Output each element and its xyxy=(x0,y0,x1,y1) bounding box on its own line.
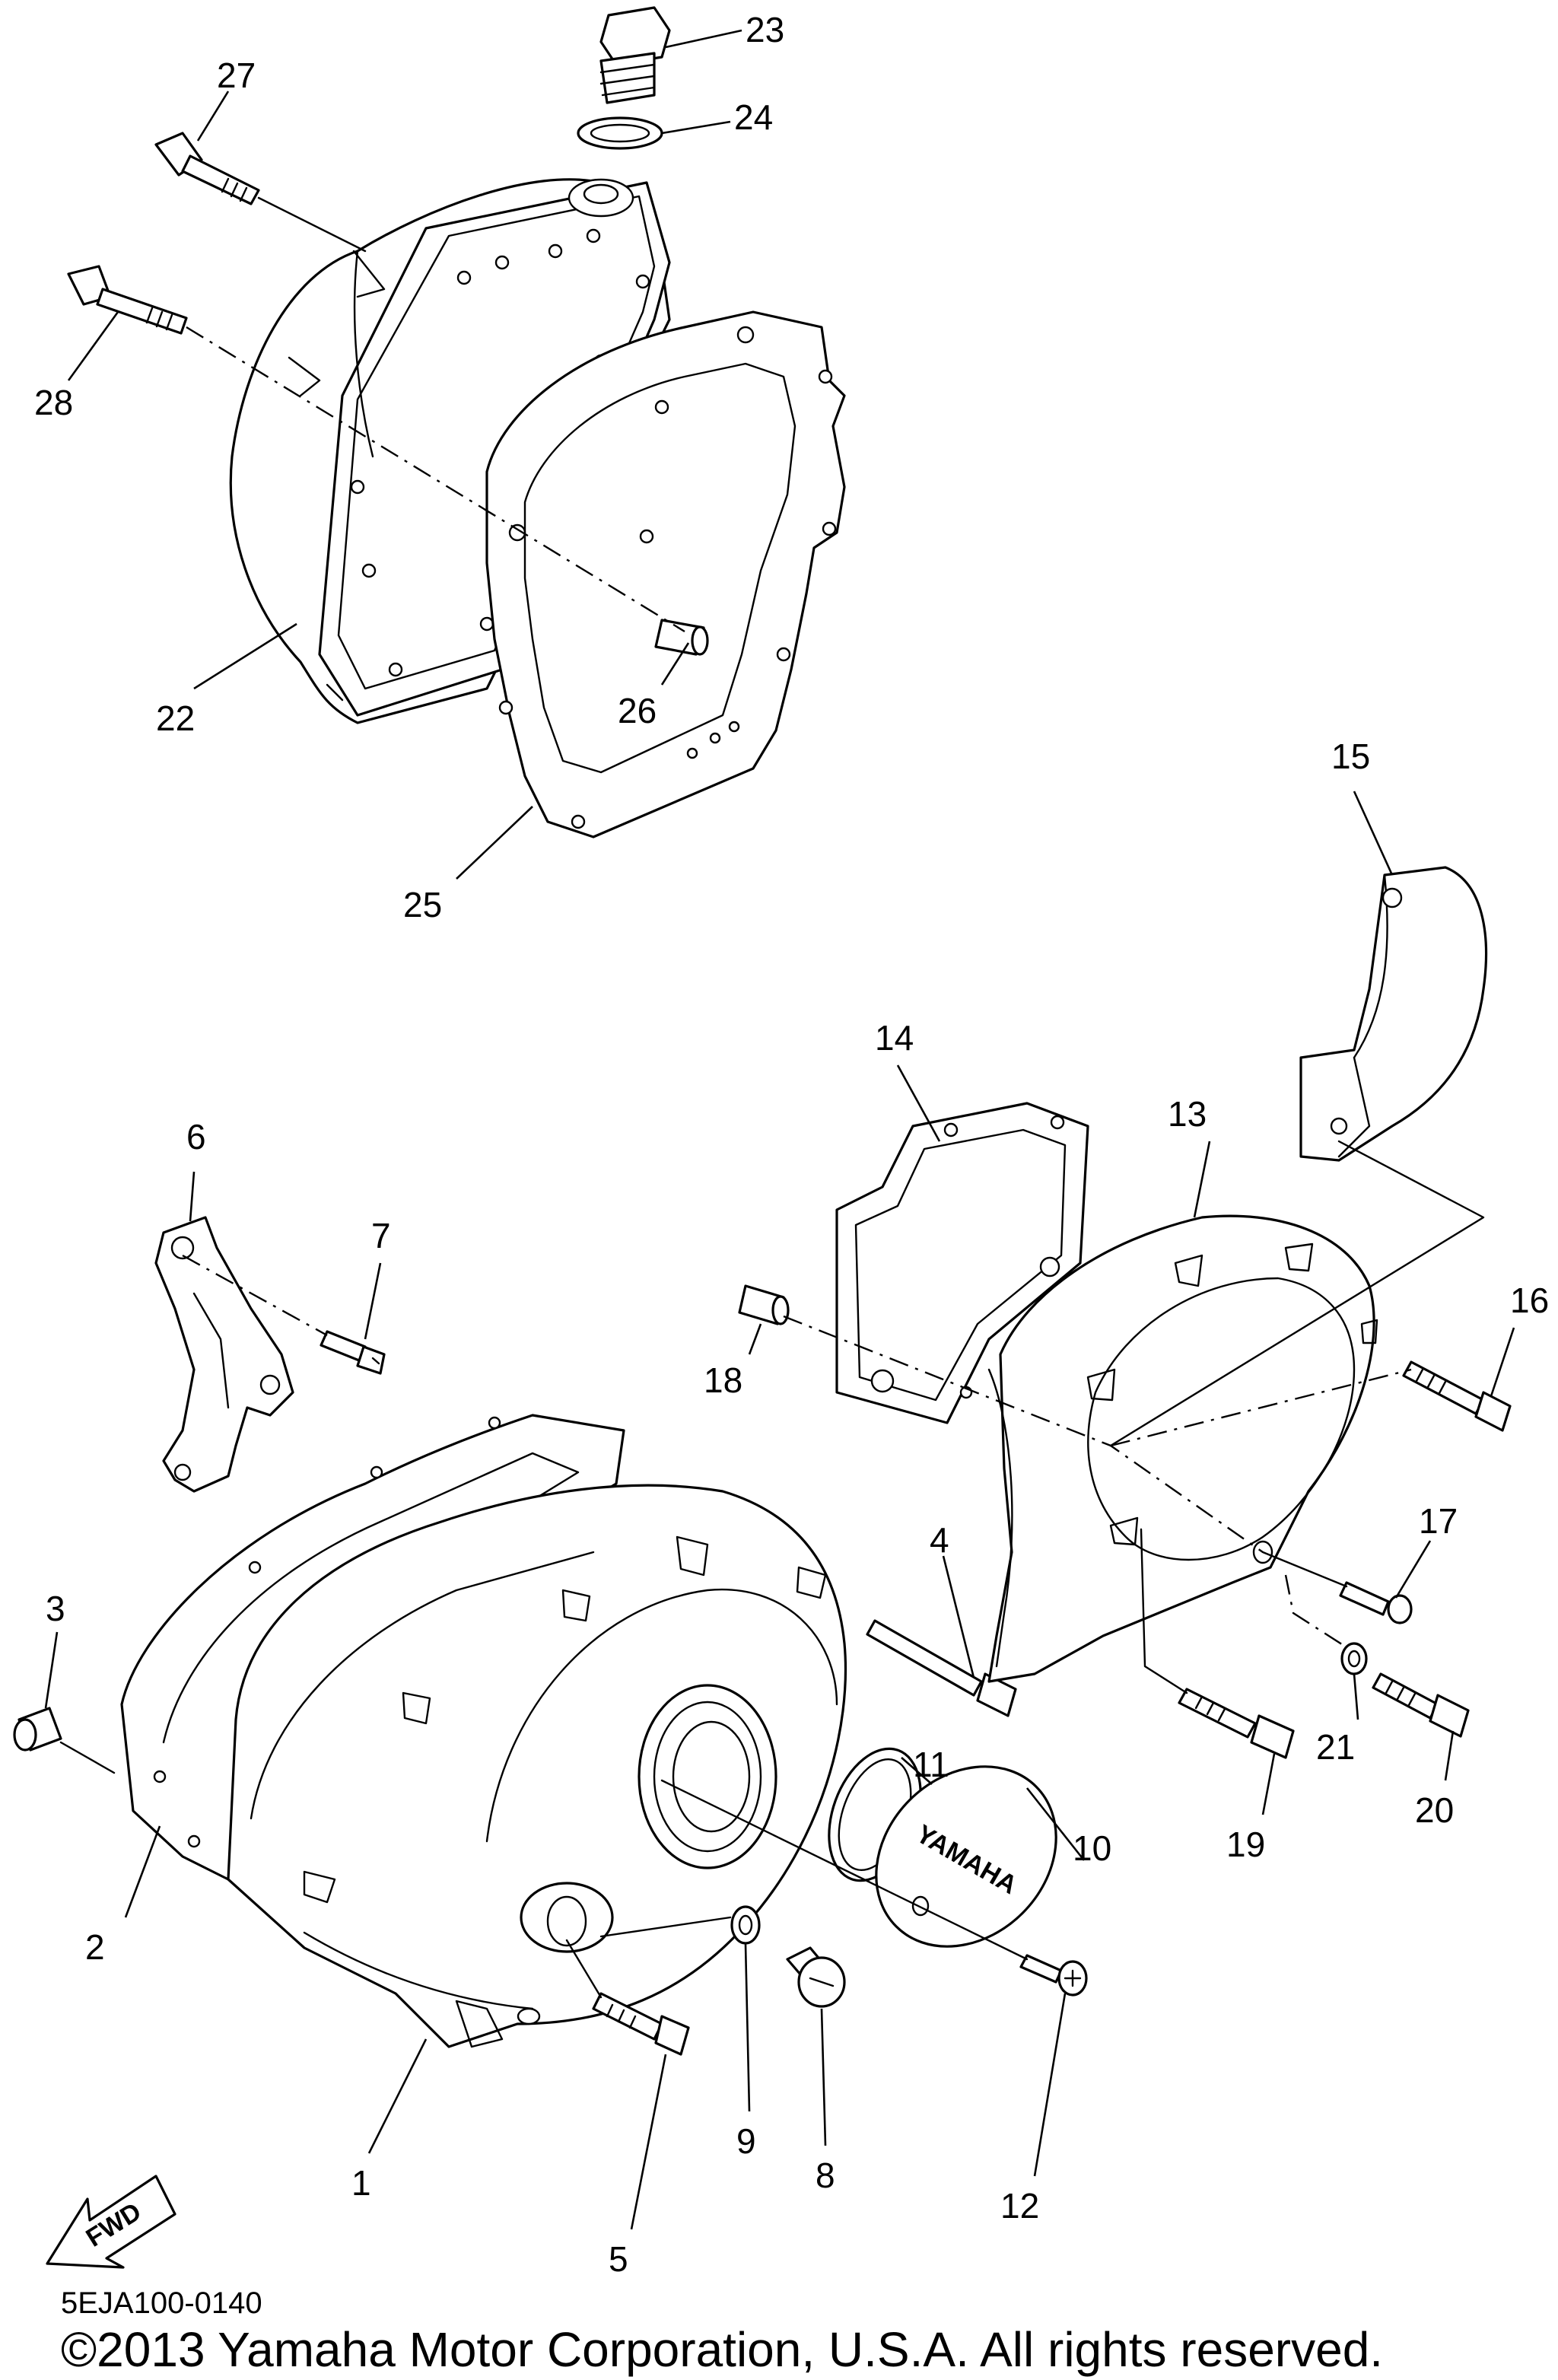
callout-5: 5 xyxy=(609,2239,628,2279)
callout-8: 8 xyxy=(816,2156,835,2195)
part-4-bolt[interactable] xyxy=(866,1619,1017,1717)
part-20-bolt[interactable] xyxy=(1372,1672,1470,1738)
part-25-gasket[interactable] xyxy=(485,310,846,838)
callout-11: 11 xyxy=(913,1745,949,1784)
part-21-washer[interactable] xyxy=(1340,1642,1368,1675)
diagram-code: 5EJA100-0140 xyxy=(61,2286,262,2320)
axis-line-28 xyxy=(186,326,685,633)
callout-2: 2 xyxy=(85,1927,105,1967)
axis-line-5 xyxy=(565,1939,603,1999)
callout-labels: 23 24 27 28 22 26 25 15 14 13 6 7 16 18 … xyxy=(34,10,1549,2279)
callout-26: 26 xyxy=(618,691,657,730)
part-28-bolt[interactable] xyxy=(67,265,188,335)
callout-1: 1 xyxy=(351,2163,371,2203)
part-18-dowel-pin[interactable] xyxy=(738,1284,790,1325)
part-26-dowel-pin[interactable] xyxy=(654,619,709,656)
part-24-o-ring[interactable] xyxy=(577,116,663,150)
part-5-bolt[interactable] xyxy=(592,1992,690,2056)
callout-23: 23 xyxy=(746,10,784,49)
axis-line-17 xyxy=(1261,1551,1348,1588)
axis-line-10-12 xyxy=(660,1779,1029,1961)
copyright-notice: ©2013 Yamaha Motor Corporation, U.S.A. A… xyxy=(61,2322,1383,2377)
axis-line-6-7 xyxy=(182,1254,328,1337)
axis-line-21 xyxy=(1284,1574,1347,1649)
fwd-arrow-icon: FWD xyxy=(46,2175,176,2269)
part-3-dowel-pin[interactable] xyxy=(13,1707,62,1752)
part-9-washer[interactable] xyxy=(730,1905,761,1945)
axis-line-27 xyxy=(257,196,367,253)
axis-line-3 xyxy=(59,1741,116,1774)
leader-lines xyxy=(44,29,1515,2230)
callout-22: 22 xyxy=(156,698,195,738)
callout-18: 18 xyxy=(704,1360,742,1400)
part-10-emblem-cover[interactable]: YAMAHA xyxy=(840,1730,1092,1983)
part-17-bolt[interactable] xyxy=(1339,1581,1413,1624)
axis-line-16 xyxy=(1110,1368,1412,1447)
callout-13: 13 xyxy=(1168,1094,1207,1134)
callout-15: 15 xyxy=(1331,737,1370,776)
callout-3: 3 xyxy=(46,1589,65,1628)
callout-16: 16 xyxy=(1510,1281,1549,1320)
part-19-bolt[interactable] xyxy=(1178,1688,1295,1759)
callout-7: 7 xyxy=(371,1216,391,1255)
part-7-bolt[interactable] xyxy=(320,1330,386,1375)
callout-19: 19 xyxy=(1226,1825,1265,1864)
part-16-bolt[interactable] xyxy=(1402,1360,1512,1432)
callout-4: 4 xyxy=(930,1520,949,1560)
callout-6: 6 xyxy=(186,1117,206,1157)
callout-28: 28 xyxy=(34,383,73,422)
part-27-bolt[interactable] xyxy=(154,132,260,205)
part-13-side-cover[interactable] xyxy=(987,1214,1378,1683)
axis-line-15-16 xyxy=(1109,1140,1485,1447)
part-1-crankcase-cover[interactable] xyxy=(227,1484,847,2048)
part-6-bracket[interactable] xyxy=(154,1216,294,1493)
part-12-screw[interactable] xyxy=(1019,1954,1088,1997)
part-8-plug[interactable] xyxy=(786,1946,846,2008)
callout-21: 21 xyxy=(1316,1727,1355,1767)
callout-12: 12 xyxy=(1000,2186,1039,2226)
callout-9: 9 xyxy=(736,2121,756,2161)
part-23-plug[interactable] xyxy=(599,6,671,104)
callout-10: 10 xyxy=(1073,1828,1111,1868)
part-15-cover-cap[interactable] xyxy=(1299,866,1488,1162)
axis-line-9 xyxy=(599,1916,732,1938)
axis-line-19 xyxy=(1140,1528,1188,1694)
callout-14: 14 xyxy=(875,1018,914,1058)
callout-27: 27 xyxy=(217,56,256,95)
callout-20: 20 xyxy=(1415,1790,1454,1830)
callout-17: 17 xyxy=(1419,1501,1458,1541)
axis-line-18 xyxy=(783,1315,1264,1553)
callout-24: 24 xyxy=(734,97,773,137)
part-14-gasket[interactable] xyxy=(835,1102,1089,1424)
callout-25: 25 xyxy=(403,885,442,924)
